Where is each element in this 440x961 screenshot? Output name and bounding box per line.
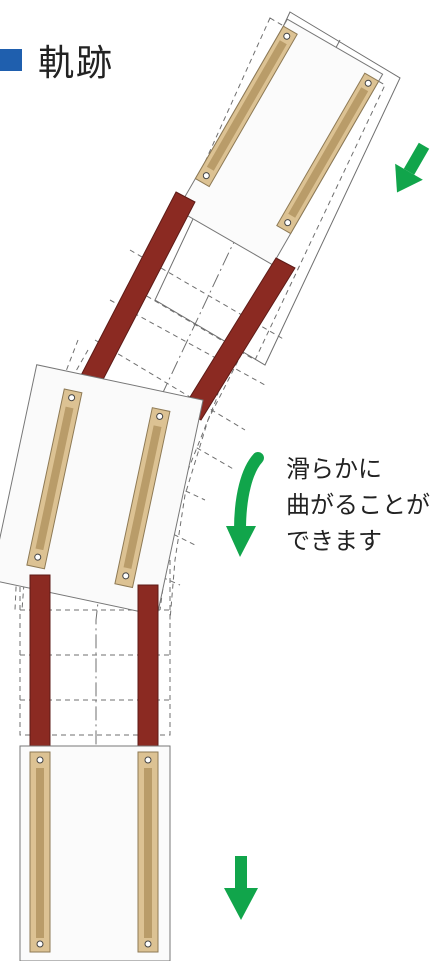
caption-line: 曲がることが <box>286 491 430 519</box>
caption-line: 滑らかに <box>286 455 382 483</box>
rails-lower <box>29 574 159 751</box>
down-arrow-icon <box>224 856 258 920</box>
module-middle <box>0 364 204 616</box>
module-top <box>176 18 384 266</box>
caption-line: できます <box>286 527 382 555</box>
header-marker-icon <box>0 49 22 71</box>
down-arrow-icon <box>395 142 430 193</box>
down-arrow-icon <box>226 452 264 557</box>
rails-upper <box>75 191 296 421</box>
caption: 滑らかに 曲がることが できます <box>286 451 436 559</box>
module-bottom <box>19 745 171 961</box>
section-header: 軌跡 <box>0 38 114 84</box>
page-title: 軌跡 <box>38 43 115 84</box>
